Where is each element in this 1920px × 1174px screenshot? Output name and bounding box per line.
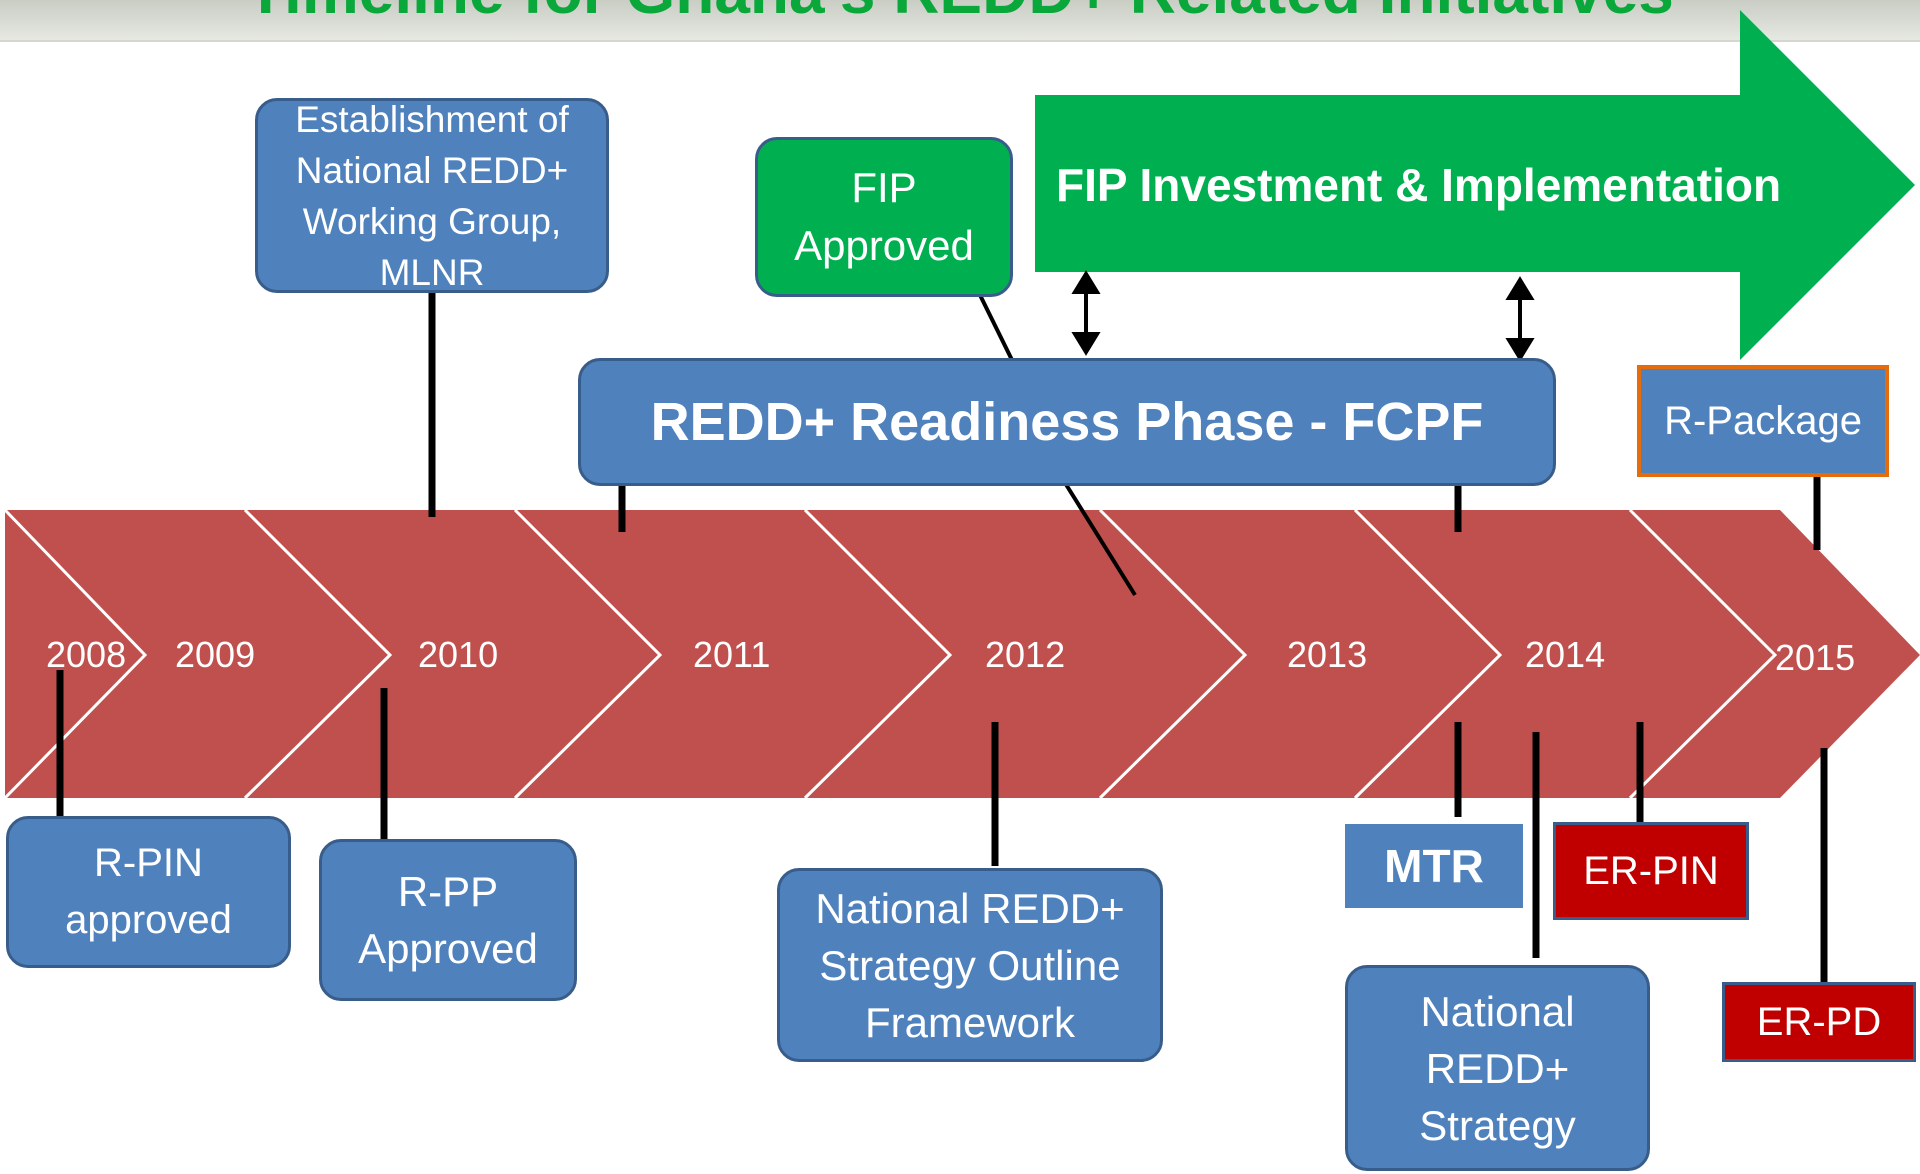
fip-investment-label: FIP Investment & Implementation xyxy=(1040,150,1820,220)
year-label: 2010 xyxy=(418,634,499,675)
r-pp-box: R-PP Approved xyxy=(319,839,577,1001)
er-pd-text: ER-PD xyxy=(1756,1000,1882,1044)
readiness-phase-text: REDD+ Readiness Phase - FCPF xyxy=(650,392,1484,452)
year-label: 2012 xyxy=(985,634,1066,675)
diagonal-connectors xyxy=(978,294,1137,597)
year-label: 2013 xyxy=(1287,634,1368,675)
working-group-text: Establishment of National REDD+ Working … xyxy=(295,98,569,293)
double-arrows xyxy=(1071,270,1535,362)
r-pp-text: R-PP Approved xyxy=(358,868,538,972)
fip-investment-arrow xyxy=(1035,10,1915,360)
page-title: Timeline for Ghana's REDD+ Related Initi… xyxy=(0,0,1920,26)
fip-approved-text: FIP Approved xyxy=(794,164,974,269)
strategy-outline-box: National REDD+ Strategy Outline Framewor… xyxy=(777,868,1163,1062)
year-label: 2008 xyxy=(46,634,127,675)
working-group-box: Establishment of National REDD+ Working … xyxy=(255,98,609,293)
r-pin-text: R-PIN approved xyxy=(65,841,232,942)
year-label: 2009 xyxy=(175,634,256,675)
year-label: 2011 xyxy=(693,634,771,675)
fip-approved-box: FIP Approved xyxy=(755,137,1013,297)
national-strategy-text: National REDD+ Strategy xyxy=(1419,987,1576,1149)
r-package-text: R-Package xyxy=(1664,399,1862,443)
year-label: 2015 xyxy=(1775,637,1856,678)
er-pin-text: ER-PIN xyxy=(1583,849,1719,893)
mtr-box: MTR xyxy=(1345,824,1523,908)
r-package-box: R-Package xyxy=(1637,365,1889,477)
national-strategy-box: National REDD+ Strategy xyxy=(1345,965,1650,1171)
readiness-phase-box: REDD+ Readiness Phase - FCPF xyxy=(578,358,1556,486)
connector-lines xyxy=(56,290,1828,990)
fip-investment-text: FIP Investment & Implementation xyxy=(1056,159,1782,211)
er-pin-box: ER-PIN xyxy=(1553,822,1749,920)
mtr-text: MTR xyxy=(1384,840,1484,892)
er-pd-box: ER-PD xyxy=(1722,982,1916,1062)
strategy-outline-text: National REDD+ Strategy Outline Framewor… xyxy=(815,884,1125,1046)
chevron-separators xyxy=(3,508,1778,800)
year-label: 2014 xyxy=(1525,634,1606,675)
title-bar: Timeline for Ghana's REDD+ Related Initi… xyxy=(0,0,1920,42)
timeline-band xyxy=(5,510,1920,798)
r-pin-box: R-PIN approved xyxy=(6,816,291,968)
